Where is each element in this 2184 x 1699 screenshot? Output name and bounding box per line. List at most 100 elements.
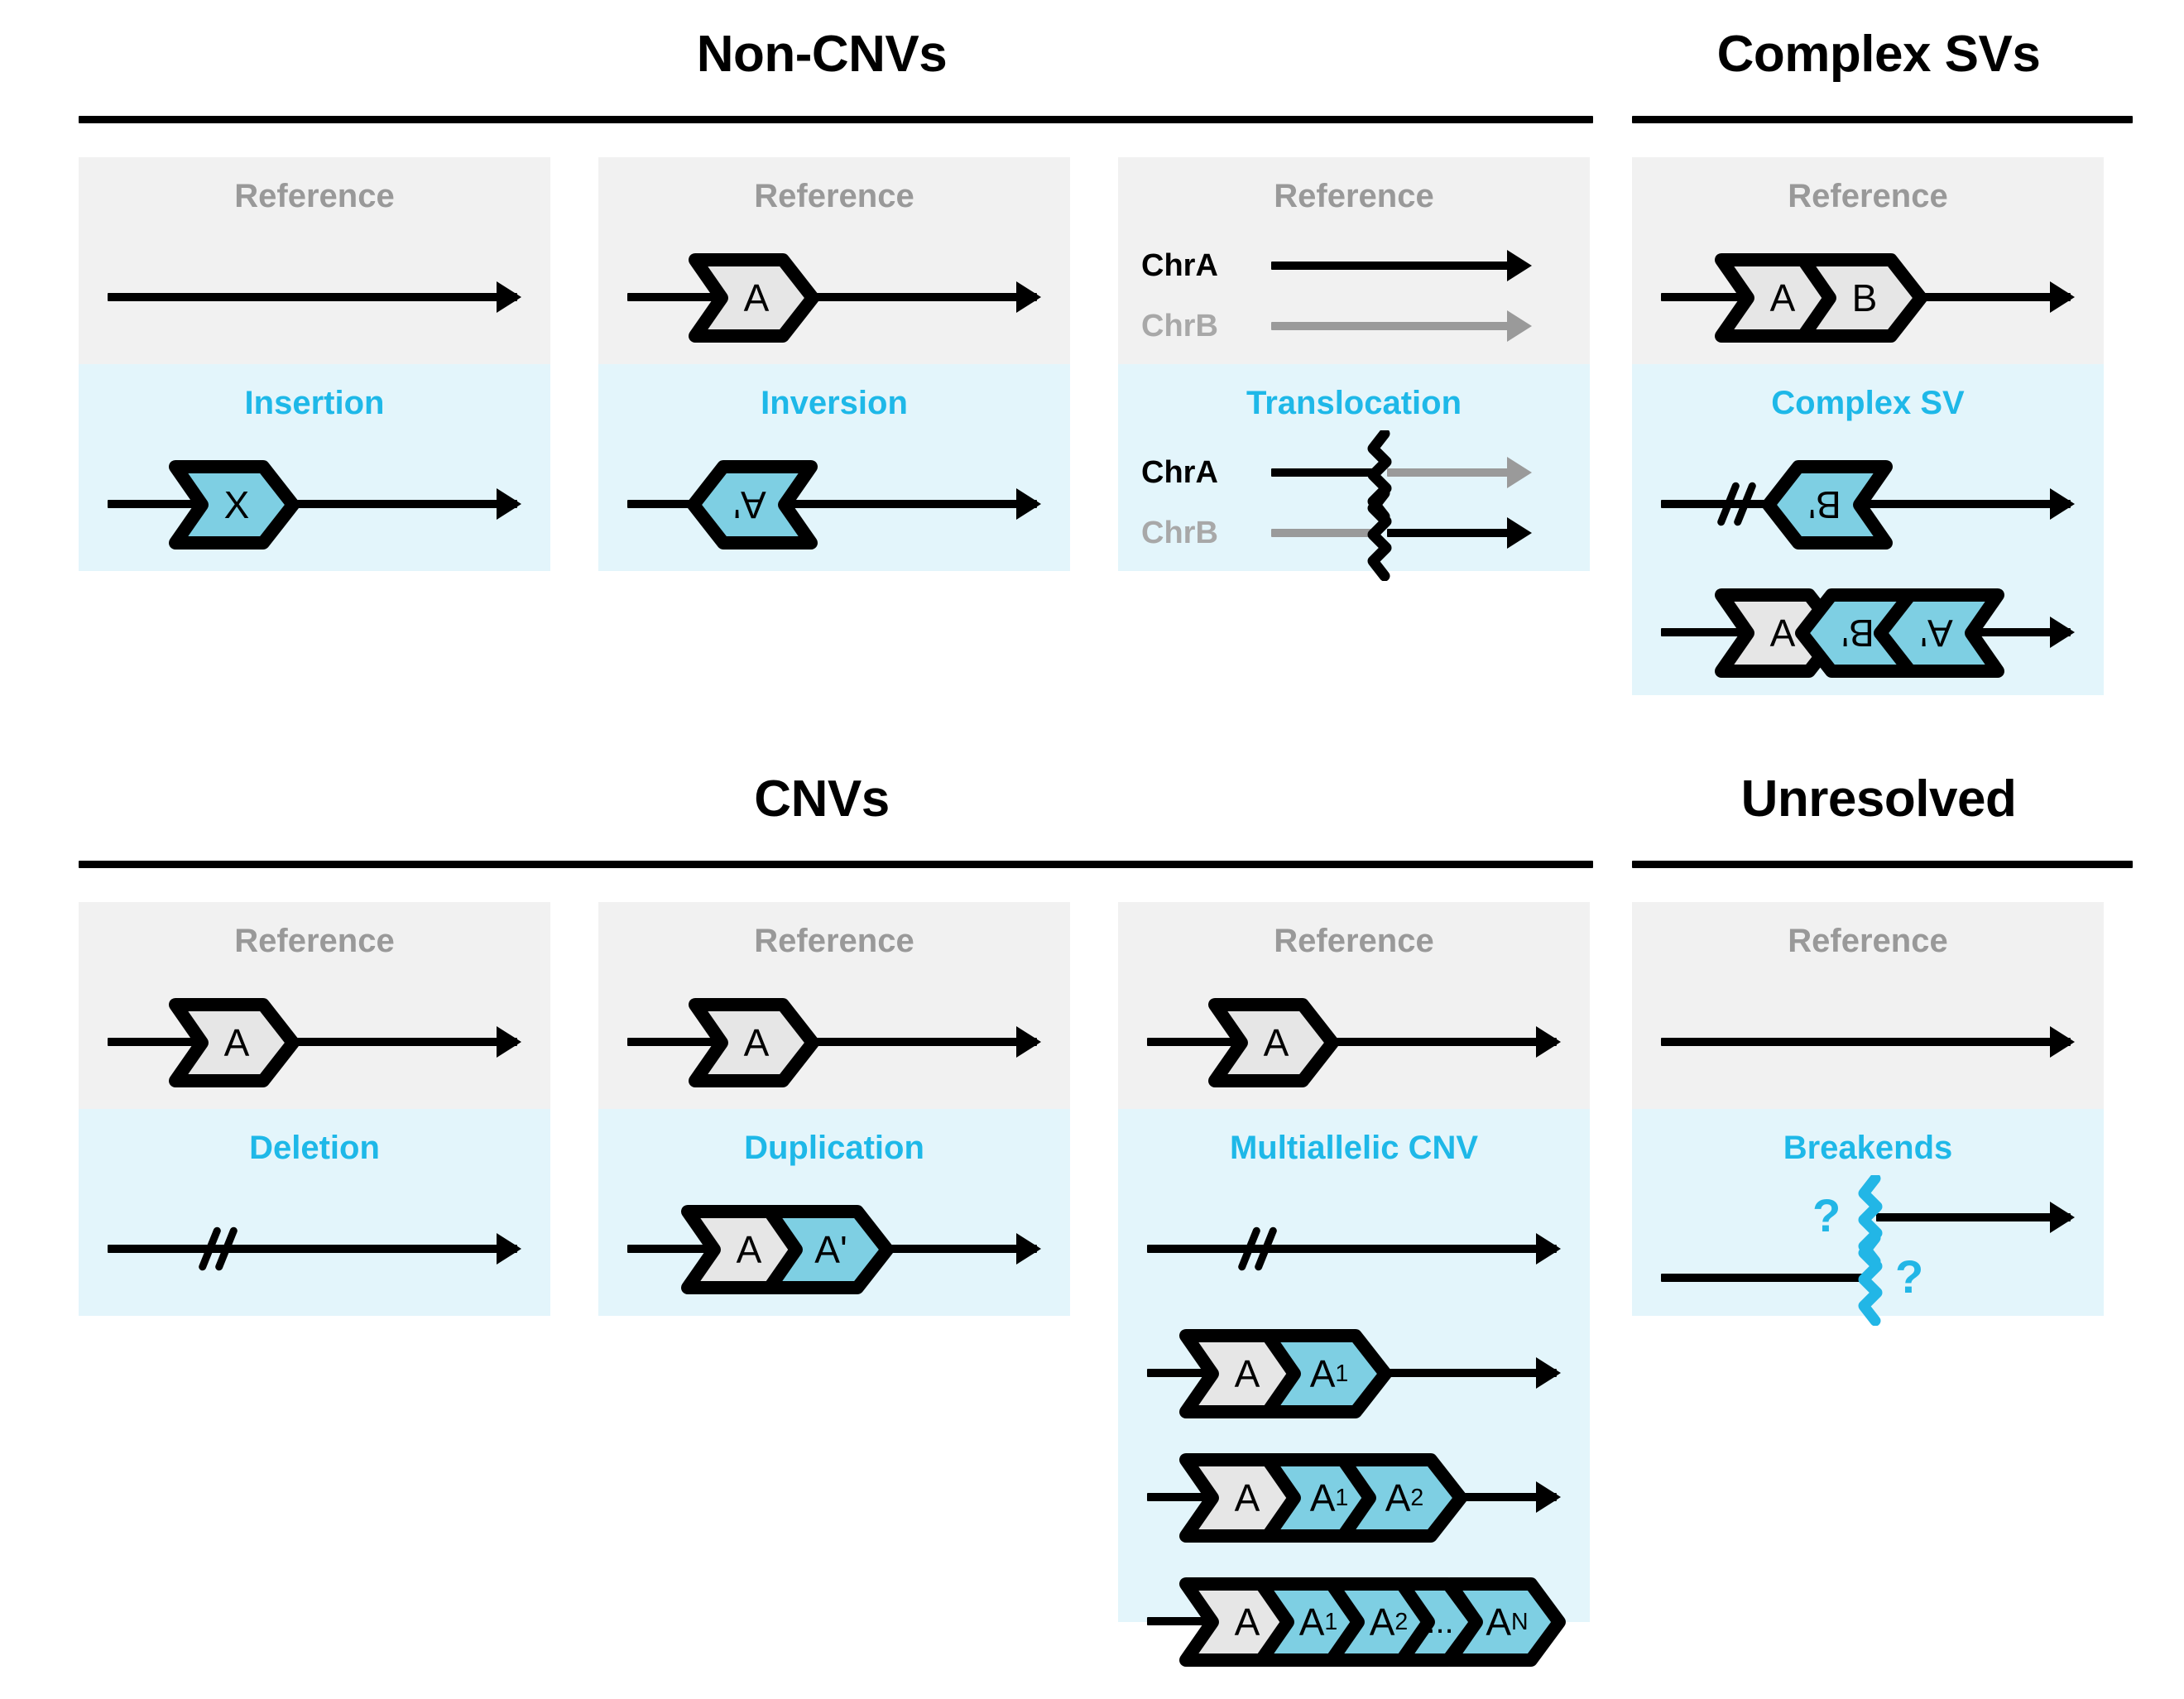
translocation-reference-chrb-track <box>1271 322 1519 330</box>
breakends-bottom-zigzag <box>1858 1235 1883 1326</box>
multiallelic-row1-track <box>1147 1245 1557 1253</box>
translocation-variant-chra-label: ChrA <box>1141 455 1218 490</box>
translocation-reference-band: Reference ChrA ChrB <box>1118 157 1590 364</box>
complex-sv-variant-row-1: B' <box>1632 364 2104 550</box>
deletion-variant-track <box>108 1245 517 1253</box>
section-title-cnvs: CNVs <box>754 770 890 828</box>
translocation-variant-chra-left-track <box>1271 468 1375 477</box>
multiallelic-variant-row-1 <box>1118 1109 1590 1274</box>
inversion-reference-block-a: A <box>687 253 819 343</box>
breakends-reference-arrowhead <box>2050 1026 2075 1058</box>
complex-sv-variant-row-2: A B' A' <box>1632 492 2104 678</box>
translocation-reference-chra-arrowhead <box>1507 250 1532 281</box>
insertion-block-x: X <box>167 460 300 550</box>
translocation-variant-chra-right-track <box>1387 468 1519 477</box>
breakends-reference-label: Reference <box>1788 923 1948 959</box>
translocation-variant-band: Translocation ChrA ChrB <box>1118 364 1590 581</box>
complex-sv-row1-arrowhead <box>2050 488 2075 520</box>
translocation-variant-chrb-left-track <box>1271 529 1375 537</box>
multiallelic-reference-block-a: A <box>1207 998 1339 1087</box>
panel-duplication: Reference A Duplication A <box>598 902 1070 1316</box>
breakends-top-arrowhead <box>2050 1202 2075 1233</box>
complex-sv-reference-block-b: B <box>1795 253 1927 343</box>
multiallelic-variant-label: Multiallelic CNV <box>1229 1130 1479 1166</box>
chevron-shape <box>1208 998 1339 1087</box>
multiallelic-variant-band: Multiallelic CNV A <box>1118 1109 1590 1667</box>
translocation-reference-chrb-label: ChrB <box>1141 309 1218 343</box>
panel-deletion: Reference A Deletion <box>79 902 550 1316</box>
section-title-complex-svs: Complex SVs <box>1716 26 2041 83</box>
inversion-reference-label: Reference <box>754 178 914 214</box>
inversion-reference-band: Reference A <box>598 157 1070 364</box>
breakends-reference-track <box>1661 1038 2071 1046</box>
translocation-reference-chra-label: ChrA <box>1141 248 1218 283</box>
complex-sv-reference-label: Reference <box>1788 178 1948 214</box>
inversion-reference-arrowhead <box>1016 281 1041 313</box>
translocation-variant-chra-arrowhead <box>1507 457 1532 488</box>
section-rule-cnvs <box>79 861 1593 868</box>
multiallelic-row2-arrowhead <box>1536 1357 1561 1389</box>
chevron-shape-reversed <box>1874 588 2004 678</box>
insertion-reference-band: Reference <box>79 157 550 364</box>
chevron-shape <box>169 460 300 550</box>
translocation-reference-chrb-arrowhead <box>1507 310 1532 342</box>
section-rule-non-cnvs <box>79 116 1593 123</box>
complex-sv-reference-band: Reference A B <box>1632 157 2104 364</box>
deletion-reference-track <box>108 1038 517 1046</box>
deletion-reference-label: Reference <box>234 923 395 959</box>
inversion-variant-block-a-prime: A' <box>687 460 819 550</box>
insertion-variant-arrowhead <box>497 488 521 520</box>
panel-complex-sv: Reference A B Complex SV <box>1632 157 2104 695</box>
duplication-variant-band: Duplication A A' <box>598 1109 1070 1316</box>
deletion-variant-band: Deletion <box>79 1109 550 1316</box>
multiallelic-reference-band: Reference A <box>1118 902 1590 1109</box>
deletion-break-mark <box>197 1226 239 1272</box>
complex-sv-row1-block-b-prime: B' <box>1762 460 1894 550</box>
breakends-variant-label: Breakends <box>1783 1130 1953 1166</box>
duplication-reference-arrowhead <box>1016 1026 1041 1058</box>
translocation-breakpoint-zigzag-bottom <box>1367 490 1392 581</box>
insertion-variant-label: Insertion <box>244 385 385 421</box>
breakends-top-question-mark: ? <box>1812 1189 1841 1241</box>
insertion-reference-label: Reference <box>234 178 395 214</box>
chevron-shape <box>689 253 819 343</box>
inversion-variant-label: Inversion <box>761 385 908 421</box>
breakends-bottom-question-mark: ? <box>1895 1250 1924 1303</box>
chevron-shape <box>1797 253 1927 343</box>
section-rule-complex-svs <box>1632 116 2133 123</box>
deletion-reference-block-a: A <box>167 998 300 1087</box>
chevron-shape <box>1337 1453 1467 1543</box>
chevron-shape <box>689 998 819 1087</box>
inversion-reference-track <box>627 293 1037 301</box>
chevron-shape-reversed <box>1762 460 1893 550</box>
complex-sv-reference-arrowhead <box>2050 281 2075 313</box>
translocation-variant-chrb-label: ChrB <box>1141 516 1218 550</box>
complex-sv-row2-arrowhead <box>2050 617 2075 648</box>
inversion-variant-band: Inversion A' <box>598 364 1070 571</box>
panel-inversion: Reference A Inversion A' <box>598 157 1070 571</box>
chevron-shape <box>1261 1329 1392 1418</box>
translocation-reference-chra-track <box>1271 262 1519 270</box>
duplication-reference-track <box>627 1038 1037 1046</box>
panel-translocation: Reference ChrA ChrB Translocation ChrA C… <box>1118 157 1590 581</box>
inversion-variant-track <box>627 500 1037 508</box>
section-title-non-cnvs: Non-CNVs <box>696 26 948 83</box>
duplication-variant-label: Duplication <box>744 1130 924 1166</box>
insertion-reference-arrowhead <box>497 281 521 313</box>
translocation-variant-label: Translocation <box>1246 385 1462 421</box>
insertion-variant-band: Insertion X <box>79 364 550 571</box>
section-title-unresolved: Unresolved <box>1740 770 2017 828</box>
inversion-variant-arrowhead <box>1016 488 1041 520</box>
insertion-reference-track <box>108 293 517 301</box>
translocation-reference-label: Reference <box>1274 178 1434 214</box>
duplication-variant-arrowhead <box>1016 1233 1041 1265</box>
duplication-reference-band: Reference A <box>598 902 1070 1109</box>
breakends-bottom-track <box>1661 1274 1868 1282</box>
panel-insertion: Reference Insertion X <box>79 157 550 571</box>
chevron-shape <box>763 1205 894 1294</box>
breakends-top-track <box>1876 1213 2071 1221</box>
multiallelic-row3-arrowhead <box>1536 1481 1561 1513</box>
duplication-reference-label: Reference <box>754 923 914 959</box>
deletion-variant-arrowhead <box>497 1233 521 1265</box>
complex-sv-variant-band: Complex SV B' <box>1632 364 2104 695</box>
